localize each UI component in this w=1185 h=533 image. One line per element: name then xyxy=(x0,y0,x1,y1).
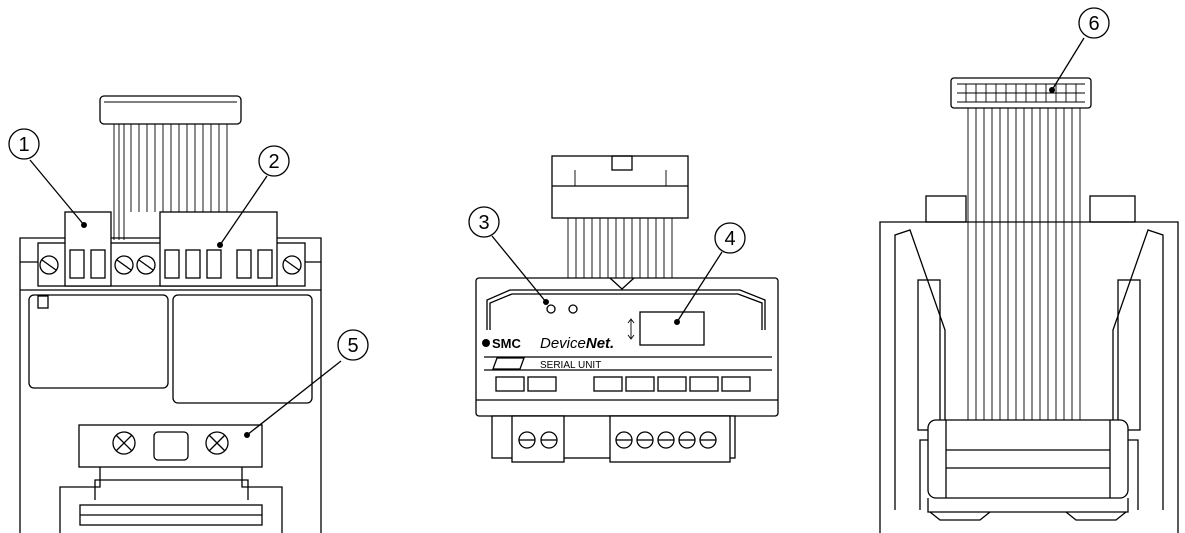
smc-logo-icon xyxy=(482,339,490,347)
callout-1-label: 1 xyxy=(18,134,29,156)
callout-4-label: 4 xyxy=(724,228,735,250)
callout-5: 5 xyxy=(244,329,369,438)
left-label-window-2 xyxy=(172,294,313,404)
callout-6-label: 6 xyxy=(1088,13,1099,35)
middle-display-window xyxy=(639,311,705,346)
callout-4: 4 xyxy=(674,222,746,325)
middle-ribbon-cable xyxy=(567,218,673,278)
callout-2-label: 2 xyxy=(268,151,279,173)
led-indicator-1 xyxy=(546,304,556,314)
callout-1: 1 xyxy=(8,128,87,228)
left-view: 1 2 5 xyxy=(8,95,369,533)
left-ribbon-cable xyxy=(113,124,228,240)
unit-tag-icon xyxy=(492,357,525,370)
callout-3: 3 xyxy=(468,206,549,305)
right-top-connector xyxy=(950,77,1092,109)
brand-label: SMC xyxy=(492,336,522,351)
callout-6: 6 xyxy=(1049,7,1110,93)
callout-3-label: 3 xyxy=(478,212,489,234)
middle-terminal-blocks xyxy=(491,415,736,463)
left-terminal-block xyxy=(37,211,306,287)
left-din-rail-clamp xyxy=(59,424,283,533)
left-label-window-1 xyxy=(28,294,169,389)
callout-2: 2 xyxy=(217,145,290,248)
middle-indicator-windows xyxy=(495,376,751,392)
right-unit-body xyxy=(879,195,1179,533)
unit-name-label: SERIAL UNIT xyxy=(540,360,601,371)
middle-view: SMC DeviceNet. SERIAL UNIT xyxy=(468,155,779,463)
right-ribbon-cable xyxy=(967,108,1081,420)
callout-5-label: 5 xyxy=(347,335,358,357)
network-label: DeviceNet. xyxy=(540,335,614,352)
right-view: 6 xyxy=(879,7,1179,533)
led-indicator-2 xyxy=(568,304,578,314)
left-top-connector xyxy=(99,95,242,125)
middle-top-connector xyxy=(551,155,689,219)
middle-unit-body xyxy=(475,277,779,417)
